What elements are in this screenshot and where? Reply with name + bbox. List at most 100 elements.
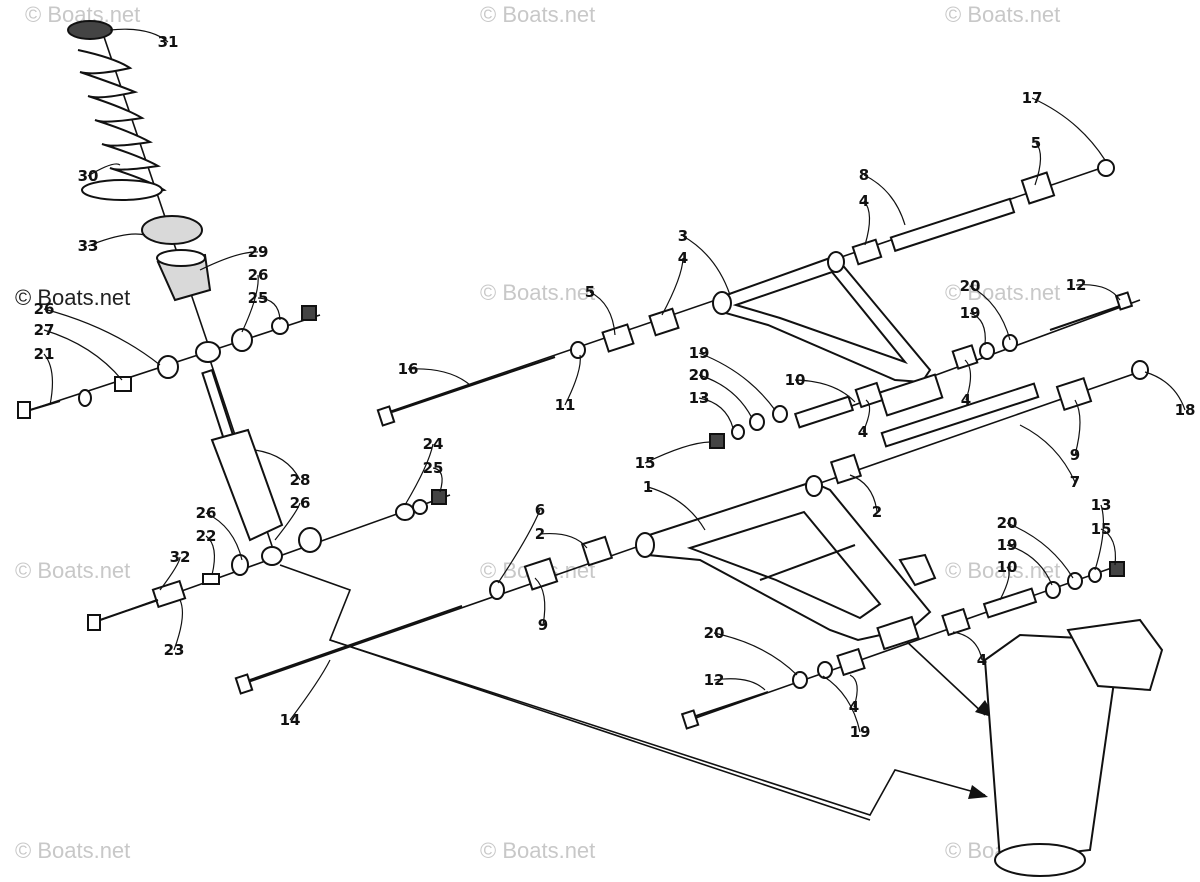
washer-24 bbox=[395, 503, 415, 521]
leader-line bbox=[589, 291, 616, 336]
leader-line bbox=[952, 631, 983, 661]
bushing-2-upper bbox=[829, 453, 863, 485]
bolt-12-lower bbox=[680, 691, 769, 730]
leader-line bbox=[999, 566, 1010, 601]
callout-6: 6 bbox=[535, 501, 545, 519]
washer-20 bbox=[1002, 334, 1018, 352]
callout-19: 19 bbox=[689, 344, 710, 362]
callout-2: 2 bbox=[535, 525, 545, 543]
leader-line bbox=[205, 512, 243, 561]
spindle-housing bbox=[983, 618, 1164, 877]
callout-26: 26 bbox=[248, 266, 269, 284]
callout-4: 4 bbox=[961, 391, 971, 409]
spring-seat-33 bbox=[141, 215, 203, 245]
cap-18 bbox=[1131, 360, 1149, 380]
arrow-head bbox=[968, 785, 988, 799]
spacer-23 bbox=[151, 579, 187, 609]
watermark: © Boats.net bbox=[480, 280, 595, 305]
callout-7: 7 bbox=[1070, 473, 1080, 491]
leader-line bbox=[713, 678, 766, 691]
leader-line bbox=[199, 251, 259, 271]
assembly-axes bbox=[29, 24, 1146, 821]
bushing-4-mid bbox=[854, 381, 884, 409]
leader-line bbox=[698, 397, 734, 429]
washer-25 bbox=[271, 317, 289, 335]
callout-29: 29 bbox=[248, 243, 269, 261]
callout-4: 4 bbox=[849, 698, 859, 716]
bushing-2 bbox=[580, 535, 614, 567]
washer-19b bbox=[772, 405, 788, 423]
spacer-10-lower bbox=[982, 587, 1038, 619]
bushing-9 bbox=[1055, 377, 1093, 411]
leader-line bbox=[1034, 142, 1042, 186]
bushing-5 bbox=[601, 323, 635, 353]
leader-line bbox=[257, 297, 281, 321]
leader-line bbox=[969, 285, 1011, 341]
washer-11 bbox=[570, 341, 586, 359]
lower-a-arm-1 bbox=[635, 475, 937, 651]
leader-line bbox=[1006, 544, 1053, 586]
callout-20: 20 bbox=[689, 366, 710, 384]
leader-line bbox=[713, 632, 798, 676]
leader-line bbox=[1100, 528, 1117, 566]
leader-line bbox=[849, 674, 858, 708]
washer-13 bbox=[731, 424, 745, 440]
nut-15 bbox=[709, 433, 725, 449]
bushing-4-right bbox=[951, 344, 979, 370]
callout-20: 20 bbox=[704, 624, 725, 642]
cap-17 bbox=[1097, 159, 1115, 177]
callout-26: 26 bbox=[290, 494, 311, 512]
callout-1: 1 bbox=[643, 478, 653, 496]
bolt-21 bbox=[17, 400, 61, 419]
leader-line bbox=[173, 599, 184, 651]
callout-20: 20 bbox=[960, 277, 981, 295]
callout-5: 5 bbox=[1031, 134, 1041, 152]
leader-line bbox=[289, 659, 331, 721]
callout-24: 24 bbox=[423, 435, 444, 453]
leader-line bbox=[87, 233, 146, 247]
callout-17: 17 bbox=[1022, 89, 1043, 107]
upper-a-arm-3 bbox=[712, 251, 944, 417]
watermark: © Boats.net bbox=[480, 2, 595, 27]
coil-spring-30 bbox=[77, 49, 167, 201]
callout-15: 15 bbox=[635, 454, 656, 472]
callout-23: 23 bbox=[164, 641, 185, 659]
callout-33: 33 bbox=[78, 237, 99, 255]
leader-line bbox=[1006, 522, 1074, 579]
callout-28: 28 bbox=[290, 471, 311, 489]
leader-line bbox=[205, 535, 216, 576]
callout-19: 19 bbox=[997, 536, 1018, 554]
callout-25: 25 bbox=[248, 289, 269, 307]
callout-15: 15 bbox=[1091, 520, 1112, 538]
shaft-7 bbox=[880, 382, 1040, 448]
watermark: © Boats.net bbox=[945, 558, 1060, 583]
leader-line bbox=[43, 329, 123, 381]
callout-13: 13 bbox=[689, 389, 710, 407]
callout-19: 19 bbox=[960, 304, 981, 322]
shock-assembly bbox=[17, 20, 447, 631]
watermark: © Boats.net bbox=[480, 838, 595, 863]
washer bbox=[78, 389, 92, 407]
bolt-14 bbox=[234, 605, 463, 695]
callout-31: 31 bbox=[158, 33, 179, 51]
spring-retainer-31 bbox=[67, 20, 113, 40]
leader-line bbox=[432, 467, 443, 493]
washer-6 bbox=[489, 580, 505, 600]
callout-27: 27 bbox=[34, 321, 55, 339]
leader-line bbox=[698, 352, 776, 411]
washer-20b bbox=[749, 413, 765, 431]
watermark: © Boats.net bbox=[15, 285, 130, 310]
leader-line bbox=[564, 354, 581, 406]
leader-line bbox=[254, 449, 301, 481]
callout-26: 26 bbox=[34, 300, 55, 318]
watermark: © Boats.net bbox=[945, 2, 1060, 27]
leader-line bbox=[644, 441, 711, 464]
leader-line bbox=[274, 502, 301, 541]
callout-32: 32 bbox=[170, 548, 191, 566]
watermark: © Boats.net bbox=[945, 280, 1060, 305]
bushing-26b bbox=[231, 554, 249, 576]
callout-11: 11 bbox=[555, 396, 576, 414]
callout-19: 19 bbox=[850, 723, 871, 741]
leader-line bbox=[497, 509, 541, 584]
leader-line bbox=[407, 368, 471, 386]
